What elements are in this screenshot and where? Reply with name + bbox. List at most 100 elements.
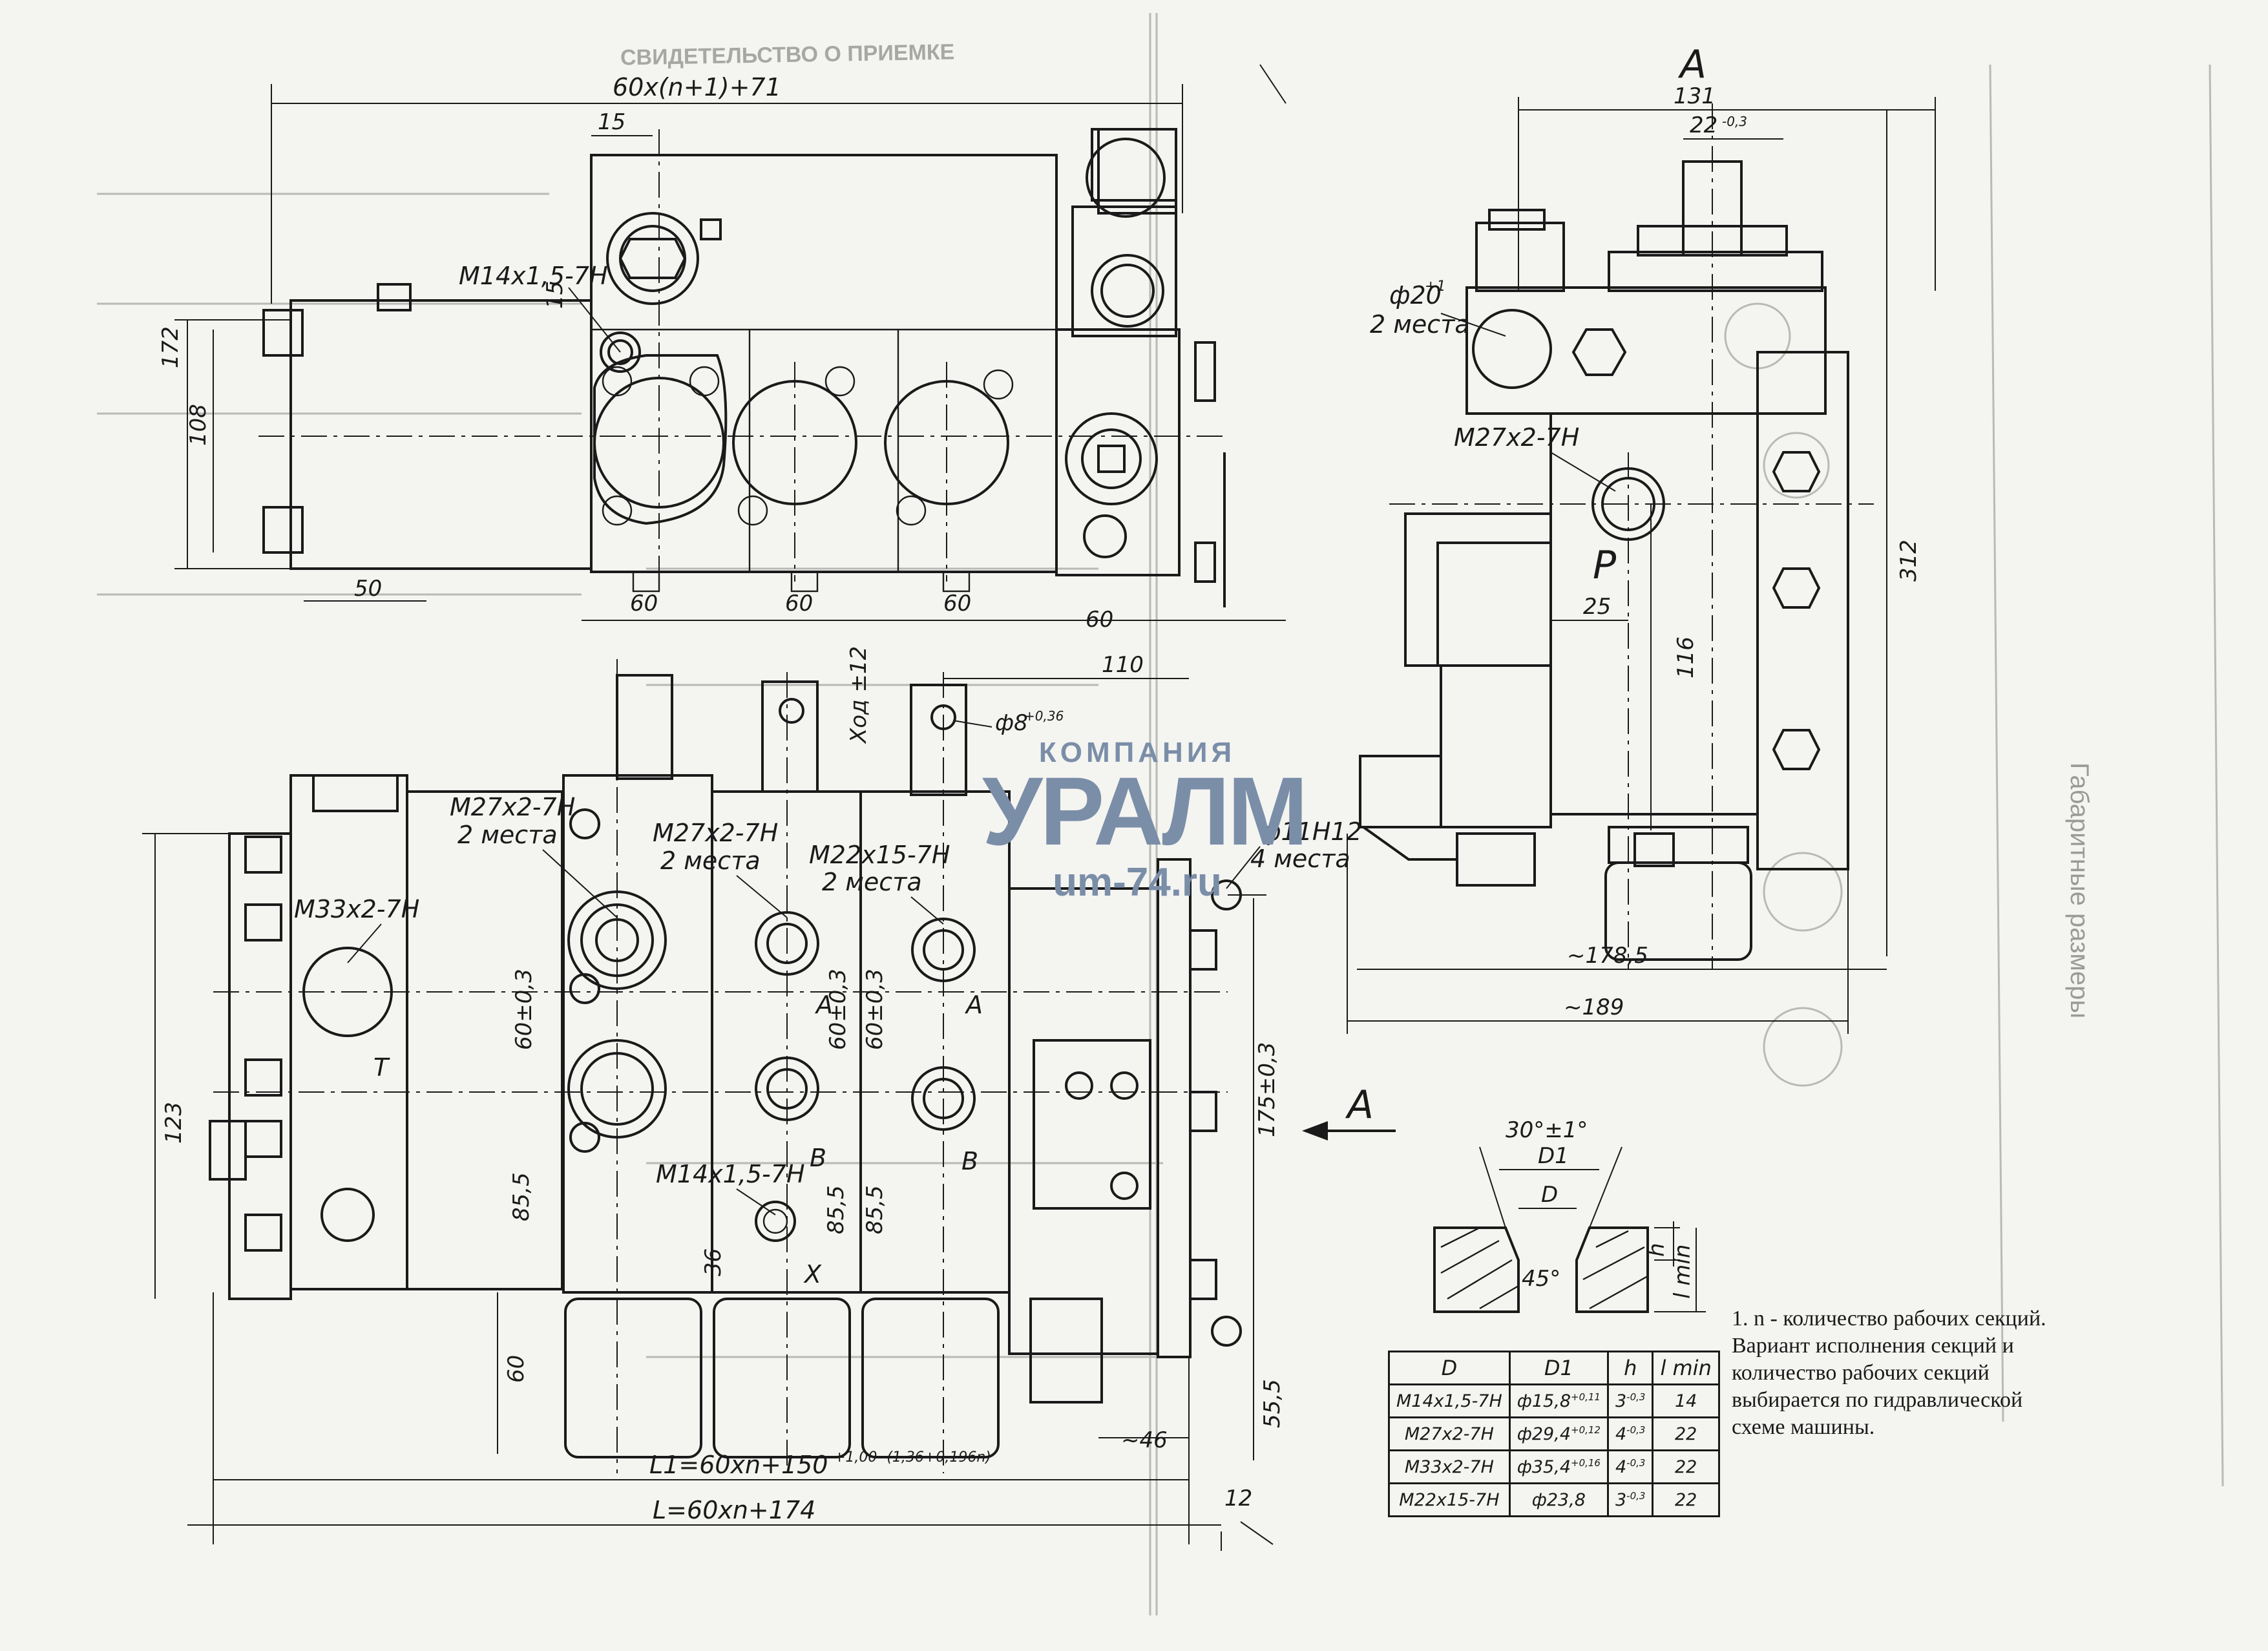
svg-text:15: 15 xyxy=(542,281,568,309)
svg-text:312: 312 xyxy=(1896,540,1922,582)
svg-text:2 места: 2 места xyxy=(457,821,558,849)
front-view xyxy=(209,659,1242,1473)
svg-text:ф20: ф20 xyxy=(1389,281,1442,310)
table-row: M27x2-7H ф29,4+0,12 4-0,3 22 xyxy=(1388,1416,1720,1451)
note-line: 1. n - количество рабочих секций. xyxy=(1732,1307,2046,1330)
top-view-left-flange xyxy=(289,299,593,570)
table-row: M14x1,5-7H ф15,8+0,11 3-0,3 14 xyxy=(1388,1383,1720,1418)
thread-m14-top: M14x1,5-7H xyxy=(459,262,608,290)
top-view xyxy=(258,128,1228,607)
svg-text:110: 110 xyxy=(1102,652,1144,678)
svg-text:M14x1,5-7H: M14x1,5-7H xyxy=(656,1160,805,1188)
header-D1: D1 xyxy=(1508,1351,1609,1385)
svg-text:60±0,3: 60±0,3 xyxy=(825,969,851,1050)
thread-detail: 30°±1° D1 D 45° h l min xyxy=(1433,1117,1706,1313)
table-header-row: D D1 h l min xyxy=(1388,1351,1720,1385)
svg-text:85,5: 85,5 xyxy=(823,1185,849,1234)
relief-valve xyxy=(1065,412,1158,505)
svg-text:108: 108 xyxy=(185,404,211,446)
svg-text:85,5: 85,5 xyxy=(862,1185,888,1234)
svg-text:22: 22 xyxy=(1690,112,1717,138)
svg-text:2 места: 2 места xyxy=(822,868,922,896)
side-page-title: Габаритные размеры xyxy=(2065,762,2094,1019)
top-view-dimensions: 60x(n+1)+71 15 15 M14x1,5-7H 172 108 50 … xyxy=(158,64,1286,633)
svg-text:+1,00 -(1,36+0,196n): +1,00 -(1,36+0,196n) xyxy=(834,1449,991,1466)
svg-text:2 места: 2 места xyxy=(660,847,761,875)
drawing-note: 1. n - количество рабочих секций. Вариан… xyxy=(1732,1305,2094,1441)
svg-text:А: А xyxy=(1345,1082,1374,1128)
flange-2 xyxy=(732,380,857,505)
svg-text:D1: D1 xyxy=(1538,1143,1569,1169)
side-mount-hole xyxy=(1472,309,1552,389)
svg-text:B: B xyxy=(810,1144,826,1172)
svg-text:60: 60 xyxy=(943,591,971,616)
port-P-label: P xyxy=(1593,543,1617,588)
svg-text:50: 50 xyxy=(354,576,382,602)
table-row: M33x2-7H ф35,4+0,16 4-0,3 22 xyxy=(1388,1449,1720,1484)
svg-text:M33x2-7H: M33x2-7H xyxy=(294,895,419,923)
note-line: Вариант исполнения секций и xyxy=(1732,1334,2014,1358)
svg-text:l min: l min xyxy=(1670,1245,1696,1299)
svg-text:h: h xyxy=(1644,1243,1670,1257)
side-view-dimensions: 131 22 -0,3 ф20 +1 2 места M27x2-7H P 25… xyxy=(1347,83,1936,1034)
svg-text:60: 60 xyxy=(503,1355,529,1383)
svg-text:~46: ~46 xyxy=(1121,1427,1168,1453)
svg-text:M22x15-7H: M22x15-7H xyxy=(809,841,950,869)
note-line: выбирается по гидравлической xyxy=(1732,1388,2023,1412)
view-A-label: А xyxy=(1677,42,1706,87)
dim-overall-width: 60x(n+1)+71 xyxy=(613,73,781,101)
note-line: схеме машины. xyxy=(1732,1415,1875,1439)
side-body xyxy=(1549,412,1759,815)
side-view-A: А xyxy=(1359,42,1874,969)
svg-text:T: T xyxy=(373,1053,390,1082)
svg-text:~189: ~189 xyxy=(1564,994,1624,1020)
svg-text:12: 12 xyxy=(1224,1486,1252,1511)
svg-text:45°: 45° xyxy=(1522,1266,1560,1292)
view-A-arrow: А xyxy=(1302,1082,1396,1141)
svg-text:ф8: ф8 xyxy=(995,710,1028,736)
svg-text:60: 60 xyxy=(630,591,658,616)
spool-3 xyxy=(910,684,967,796)
svg-text:A: A xyxy=(964,991,983,1019)
svg-text:D: D xyxy=(1541,1182,1558,1208)
watermark-company-label: КОМПАНИЯ xyxy=(1038,737,1236,768)
svg-text:55,5: 55,5 xyxy=(1259,1379,1285,1428)
flange-3 xyxy=(884,380,1009,505)
front-view-dimensions: M27x2-7H 2 места M27x2-7H 2 места M22x15… xyxy=(142,646,1362,1551)
svg-text:M27x2-7H: M27x2-7H xyxy=(450,793,575,821)
svg-text:+0,36: +0,36 xyxy=(1024,708,1064,724)
svg-text:131: 131 xyxy=(1674,83,1716,109)
dim-L: L=60xn+174 xyxy=(653,1496,815,1524)
svg-text:30°±1°: 30°±1° xyxy=(1506,1117,1588,1143)
svg-text:2 места: 2 места xyxy=(1370,310,1470,339)
svg-text:60±0,3: 60±0,3 xyxy=(511,969,537,1050)
watermark-brand: УРАЛМ xyxy=(982,757,1308,865)
thread-parameters-table: D D1 h l min M14x1,5-7H ф15,8+0,11 3-0,3… xyxy=(1388,1351,1720,1517)
table-row: M22x15-7H ф23,8 3-0,3 22 xyxy=(1388,1482,1720,1517)
svg-text:-0,3: -0,3 xyxy=(1722,114,1747,129)
header-D: D xyxy=(1388,1351,1511,1385)
watermark-logo: КОМПАНИЯ УРАЛМ um-74.ru xyxy=(982,737,1308,905)
end-plate-left xyxy=(289,774,408,1290)
background-show-through xyxy=(97,13,2224,1615)
svg-text:123: 123 xyxy=(161,1102,187,1144)
svg-text:25: 25 xyxy=(1583,594,1611,620)
svg-text:X: X xyxy=(803,1260,822,1288)
svg-text:~178,5: ~178,5 xyxy=(1567,943,1648,969)
svg-text:172: 172 xyxy=(158,326,184,368)
svg-text:175±0,3: 175±0,3 xyxy=(1254,1042,1280,1137)
header-lmin: l min xyxy=(1652,1351,1720,1385)
svg-text:60: 60 xyxy=(1086,607,1113,633)
watermark-url: um-74.ru xyxy=(1053,860,1222,905)
svg-text:36: 36 xyxy=(700,1248,726,1276)
svg-text:60: 60 xyxy=(785,591,813,616)
top-view-body xyxy=(590,154,1058,573)
side-right-plate xyxy=(1756,351,1849,870)
spool-2 xyxy=(761,680,819,793)
top-view-right-cap xyxy=(1055,328,1181,576)
top-plug xyxy=(606,212,699,305)
svg-text:15: 15 xyxy=(598,109,625,135)
svg-text:4 места: 4 места xyxy=(1250,845,1350,873)
svg-text:+1: +1 xyxy=(1425,279,1445,295)
